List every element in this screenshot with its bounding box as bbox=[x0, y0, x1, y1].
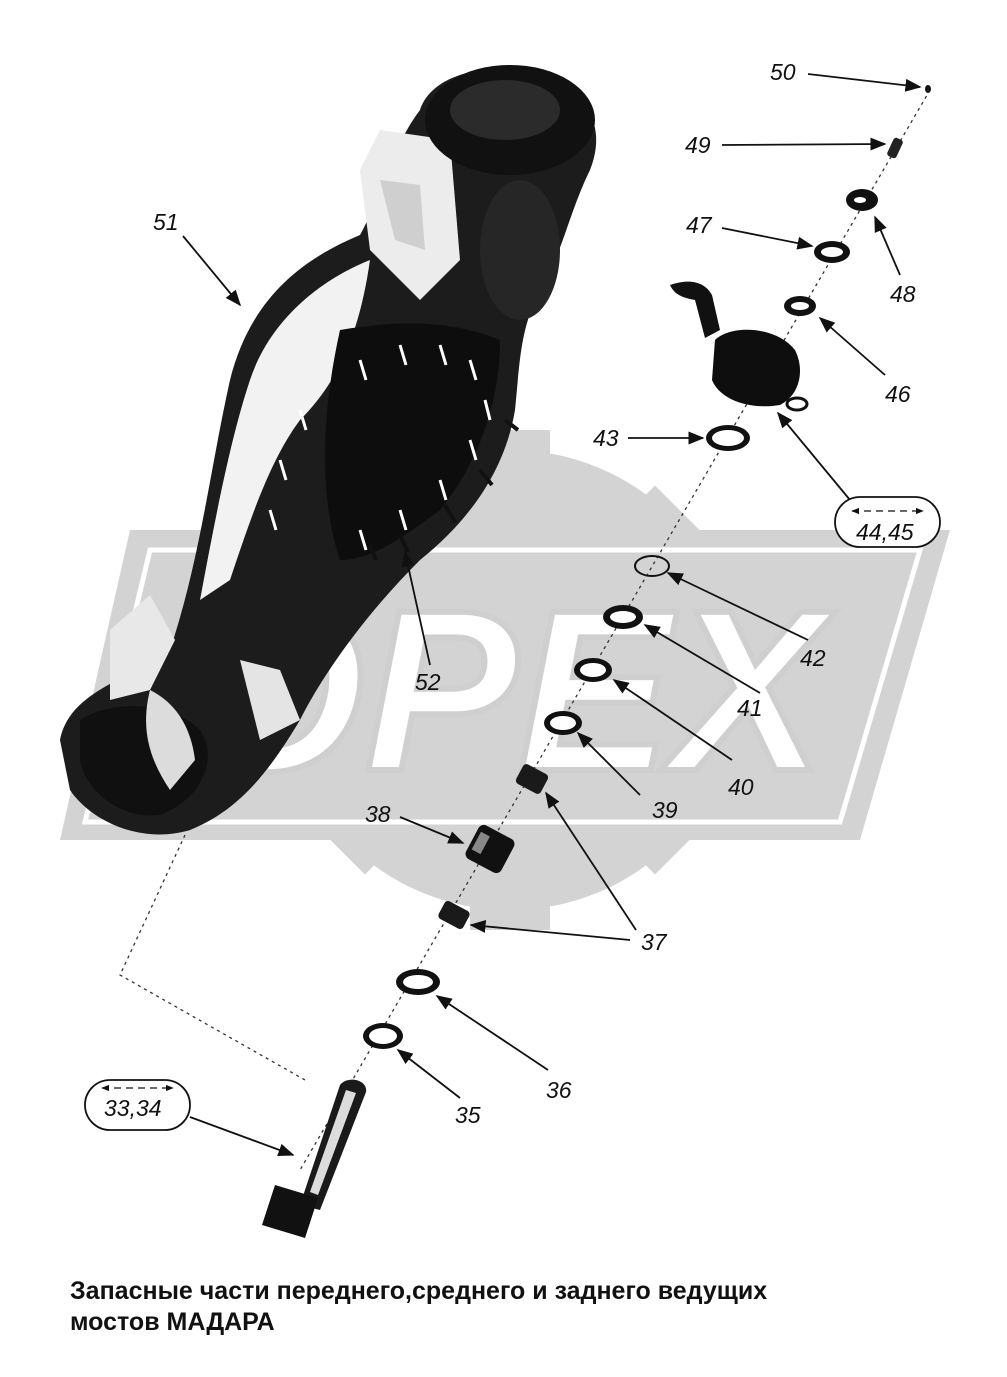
assembly-axis bbox=[119, 89, 931, 1171]
callout-48: 48 bbox=[890, 281, 916, 307]
callout-39: 39 bbox=[652, 797, 678, 823]
part-44-45-lever bbox=[670, 281, 809, 412]
callout-41: 41 bbox=[737, 695, 763, 721]
parts bbox=[262, 85, 931, 1238]
caption-line-1: Запасные части переднего,среднего и задн… bbox=[70, 1277, 768, 1305]
callout-52: 52 bbox=[415, 669, 441, 695]
leader-arrows bbox=[182, 73, 922, 1157]
callout-box-33-34 bbox=[84, 1079, 191, 1131]
part-35 bbox=[363, 1023, 403, 1049]
part-37-lower bbox=[438, 901, 470, 929]
part-42 bbox=[634, 555, 670, 577]
callout-37: 37 bbox=[641, 929, 668, 955]
callout-46: 46 bbox=[885, 381, 911, 407]
callout-50: 50 bbox=[770, 59, 796, 85]
axle-housing bbox=[60, 65, 597, 835]
part-38 bbox=[465, 824, 515, 874]
part-43 bbox=[706, 425, 750, 451]
callout-labels: 50 49 47 48 46 43 44,45 42 41 40 39 38 3… bbox=[104, 59, 916, 1128]
callout-44-45: 44,45 bbox=[856, 519, 914, 545]
caption-line-2: мостов МАДАРА bbox=[70, 1308, 275, 1336]
callout-40: 40 bbox=[728, 774, 754, 800]
part-37-upper bbox=[515, 764, 549, 794]
part-46 bbox=[784, 296, 816, 316]
part-47 bbox=[814, 241, 850, 263]
callout-38: 38 bbox=[365, 801, 391, 827]
diagram-caption: Запасные части переднего,среднего и задн… bbox=[70, 1276, 970, 1338]
part-39 bbox=[544, 711, 582, 735]
part-40 bbox=[574, 658, 612, 682]
callout-42: 42 bbox=[800, 645, 826, 671]
callout-33-34: 33,34 bbox=[104, 1095, 162, 1121]
part-36 bbox=[396, 969, 440, 995]
part-41 bbox=[603, 605, 643, 629]
callout-35: 35 bbox=[455, 1102, 481, 1128]
callout-47: 47 bbox=[686, 212, 713, 238]
callout-49: 49 bbox=[685, 132, 711, 158]
part-50 bbox=[925, 85, 931, 93]
callout-43: 43 bbox=[593, 425, 619, 451]
callout-box-44-45 bbox=[834, 496, 941, 548]
part-48 bbox=[846, 189, 878, 211]
exploded-parts-diagram: OPEX bbox=[60, 59, 950, 1238]
part-33-34-pin bbox=[262, 1079, 367, 1238]
callout-36: 36 bbox=[546, 1077, 572, 1103]
callout-51: 51 bbox=[153, 209, 179, 235]
part-49 bbox=[887, 137, 903, 159]
